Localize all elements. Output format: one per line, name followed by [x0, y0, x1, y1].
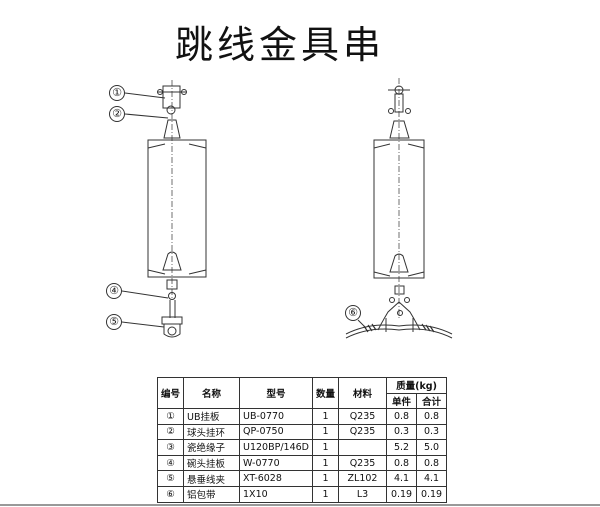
table-subheader-row: 单件 合计 [158, 392, 448, 409]
table-row: ④ 碗头挂板 W-0770 1 Q235 0.8 0.8 [156, 454, 448, 472]
cell-no: ④ [156, 454, 185, 472]
cell-material: Q235 [338, 408, 388, 425]
cell-total: 0.3 [416, 423, 448, 441]
cell-total: 4.1 [416, 470, 448, 487]
cell-material [338, 439, 388, 456]
cell-qty: 1 [311, 454, 340, 472]
cell-unit: 0.3 [386, 423, 418, 441]
cell-name: 碗头挂板 [183, 454, 241, 472]
header-unit: 单件 [386, 392, 418, 409]
cell-qty: 1 [311, 470, 340, 487]
cell-qty: 1 [311, 485, 340, 503]
callout-1: ① [109, 85, 125, 101]
table-header-row: 编号 名称 型号 数量 材料 质量(kg) [156, 377, 448, 409]
cell-material: Q235 [338, 454, 388, 472]
cell-material: L3 [338, 485, 388, 503]
cell-unit: 5.2 [386, 439, 418, 456]
callout-6: ⑥ [345, 305, 361, 321]
cell-total: 0.8 [416, 408, 448, 425]
cell-name: 悬垂线夹 [183, 470, 241, 487]
cell-material: Q235 [338, 423, 388, 441]
cell-total: 5.0 [416, 439, 448, 456]
cell-total: 0.19 [416, 485, 448, 503]
cell-qty: 1 [311, 423, 340, 441]
header-mass: 质量(kg) [386, 377, 448, 394]
cell-model: QP-0750 [239, 423, 313, 441]
table-row: ③ 瓷绝缘子 U120BP/146D 1 5.2 5.0 [156, 439, 448, 456]
table-row: ② 球头挂环 QP-0750 1 Q235 0.3 0.3 [156, 423, 448, 441]
cell-model: 1X10 [239, 485, 313, 503]
cell-model: U120BP/146D [239, 439, 313, 456]
cell-unit: 4.1 [386, 470, 418, 487]
cell-unit: 0.19 [386, 485, 418, 503]
ub-clevis [162, 85, 181, 109]
header-qty: 数量 [311, 377, 340, 409]
page-title: 跳线金具串 [174, 23, 385, 67]
cell-name: UB挂板 [183, 408, 241, 425]
cell-no: ③ [156, 439, 185, 456]
cell-qty: 1 [311, 439, 340, 456]
callout-5: ⑤ [106, 314, 122, 330]
cell-model: XT-6028 [239, 470, 313, 487]
cell-material: ZL102 [338, 470, 388, 487]
cell-model: W-0770 [239, 454, 313, 472]
header-model: 型号 [239, 377, 313, 409]
cell-unit: 0.8 [386, 454, 418, 472]
header-no: 编号 [156, 377, 185, 409]
cell-no: ⑤ [156, 470, 185, 487]
table-row: ⑤ 悬垂线夹 XT-6028 1 ZL102 4.1 4.1 [156, 470, 448, 487]
cell-no: ⑥ [156, 485, 185, 503]
cell-model: UB-0770 [239, 408, 313, 425]
insulator-body-side [373, 139, 425, 279]
header-name: 名称 [183, 377, 241, 409]
cell-no: ① [156, 408, 185, 425]
cell-total: 0.8 [416, 454, 448, 472]
cell-name: 瓷绝缘子 [183, 439, 241, 456]
left-view-drawing [121, 80, 207, 338]
cell-unit: 0.8 [386, 408, 418, 425]
right-view-drawing [345, 78, 453, 339]
callout-2: ② [109, 106, 125, 122]
cell-name: 球头挂环 [183, 423, 241, 441]
header-total: 合计 [416, 392, 448, 409]
cell-qty: 1 [311, 408, 340, 425]
callout-4: ④ [106, 283, 122, 299]
bottom-rule [0, 504, 600, 506]
cell-name: 铝包带 [183, 485, 241, 503]
insulator-body [147, 139, 207, 278]
header-material: 材料 [338, 377, 388, 409]
table-row: ① UB挂板 UB-0770 1 Q235 0.8 0.8 [156, 408, 448, 425]
table-row: ⑥ 铝包带 1X10 1 L3 0.19 0.19 [156, 485, 448, 503]
parts-table: 编号 名称 型号 数量 材料 质量(kg) 单件 合计 ① UB挂板 UB-07… [156, 377, 448, 503]
cell-no: ② [156, 423, 185, 441]
